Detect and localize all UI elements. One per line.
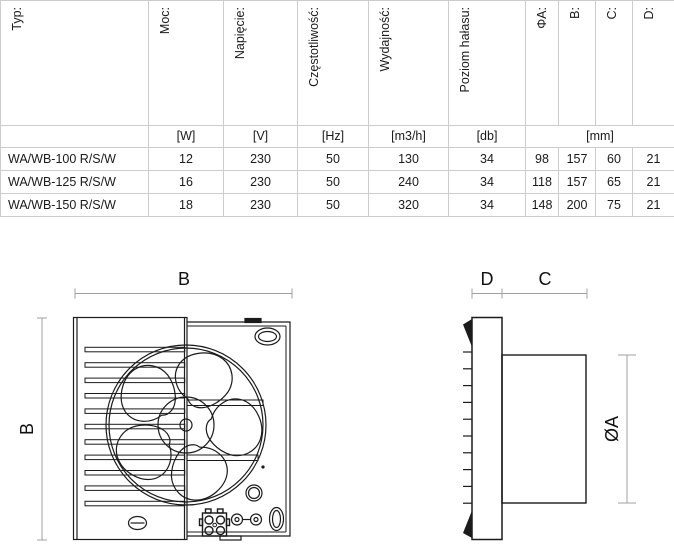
cell-b: 157 bbox=[558, 147, 596, 171]
cell-czestotliwosc: 50 bbox=[297, 170, 369, 194]
unit-cell-db: [db] bbox=[448, 125, 526, 148]
bottom-clip-tab bbox=[219, 535, 242, 541]
cell-moc: 12 bbox=[148, 147, 224, 171]
unit-cell-v: [V] bbox=[223, 125, 298, 148]
cell-d: 21 bbox=[632, 193, 674, 217]
front-view-drawing: B B bbox=[17, 269, 293, 541]
technical-drawing: B B bbox=[17, 269, 636, 541]
shutter-bar-upper bbox=[186, 399, 264, 406]
cell-fi-a: 98 bbox=[525, 147, 559, 171]
cell-czestotliwosc: 50 bbox=[297, 193, 369, 217]
header-cell-moc: Moc: bbox=[148, 0, 224, 126]
cable-gland-hole bbox=[245, 484, 263, 502]
unit-cell-m3h: [m3/h] bbox=[368, 125, 449, 148]
shutter-bar-lower bbox=[186, 454, 259, 461]
dimension-d-c-top bbox=[471, 288, 588, 299]
cover-screw bbox=[127, 515, 148, 531]
header-label: ΦA: bbox=[535, 7, 549, 29]
cell-wydajnosc: 320 bbox=[368, 193, 449, 217]
header-cell-typ: Typ: bbox=[0, 0, 149, 126]
spec-table: Typ: Moc: Napięcie: Częstotliwość: Wydaj… bbox=[0, 0, 674, 217]
header-label: Poziom hałasu: bbox=[458, 7, 472, 93]
cell-moc: 16 bbox=[148, 170, 224, 194]
header-label: Moc: bbox=[158, 7, 172, 35]
panel-wedge-top bbox=[463, 319, 472, 347]
cell-c: 60 bbox=[595, 147, 633, 171]
jumper-pins bbox=[230, 513, 263, 526]
header-label: Typ: bbox=[10, 7, 24, 31]
header-cell-d: D: bbox=[632, 0, 674, 126]
dimension-b-left bbox=[37, 317, 47, 541]
dimension-b-top bbox=[74, 288, 293, 299]
dimension-label-diameter-a: ØA bbox=[602, 416, 622, 442]
panel-wedge-bottom bbox=[463, 510, 472, 538]
header-cell-c: C: bbox=[595, 0, 633, 126]
cell-halas: 34 bbox=[448, 170, 526, 194]
cell-d: 21 bbox=[632, 170, 674, 194]
dimension-diameter-a bbox=[618, 354, 636, 504]
cell-c: 75 bbox=[595, 193, 633, 217]
dimension-lines-side bbox=[471, 288, 636, 504]
cell-b: 157 bbox=[558, 170, 596, 194]
dimension-label-d: D bbox=[481, 269, 494, 289]
header-label: Wydajność: bbox=[378, 7, 392, 72]
table-row: WA/WB-150 R/S/W 18 230 50 320 34 148 200… bbox=[0, 193, 674, 217]
header-label: Częstotliwość: bbox=[307, 7, 321, 87]
duct-spigot bbox=[501, 354, 587, 504]
header-cell-poziom-halasu: Poziom hałasu: bbox=[448, 0, 526, 126]
cell-napiecie: 230 bbox=[223, 193, 298, 217]
header-label: B: bbox=[568, 7, 582, 19]
mounting-hole-top-right bbox=[254, 327, 281, 346]
cell-typ: WA/WB-100 R/S/W bbox=[0, 147, 149, 171]
cell-b: 200 bbox=[558, 193, 596, 217]
cell-fi-a: 148 bbox=[525, 193, 559, 217]
header-label: Napięcie: bbox=[233, 7, 247, 60]
dimension-label-b-left: B bbox=[17, 423, 37, 435]
cell-napiecie: 230 bbox=[223, 147, 298, 171]
dimension-label-b-top: B bbox=[178, 269, 190, 289]
cell-halas: 34 bbox=[448, 193, 526, 217]
unit-cell-empty bbox=[0, 125, 149, 148]
table-row: WA/WB-125 R/S/W 16 230 50 240 34 118 157… bbox=[0, 170, 674, 194]
terminal-block bbox=[198, 508, 231, 537]
cell-wydajnosc: 130 bbox=[368, 147, 449, 171]
screw-dot bbox=[261, 465, 265, 469]
header-label: C: bbox=[605, 7, 619, 20]
header-cell-czestotliwosc: Częstotliwość: bbox=[297, 0, 369, 126]
header-cell-fi-a: ΦA: bbox=[525, 0, 559, 126]
header-row: Typ: Moc: Napięcie: Częstotliwość: Wydaj… bbox=[0, 0, 674, 126]
unit-cell-w: [W] bbox=[148, 125, 224, 148]
header-cell-napiecie: Napięcie: bbox=[223, 0, 298, 126]
header-cell-wydajnosc: Wydajność: bbox=[368, 0, 449, 126]
cell-fi-a: 118 bbox=[525, 170, 559, 194]
fan-impeller bbox=[105, 344, 270, 512]
unit-cell-hz: [Hz] bbox=[297, 125, 369, 148]
cell-czestotliwosc: 50 bbox=[297, 147, 369, 171]
mounting-slot-bottom-right bbox=[268, 506, 285, 532]
header-label: D: bbox=[642, 7, 656, 20]
cell-napiecie: 230 bbox=[223, 170, 298, 194]
units-row: [W] [V] [Hz] [m3/h] [db] [mm] bbox=[0, 125, 674, 148]
unit-cell-mm: [mm] bbox=[525, 125, 674, 148]
header-cell-b: B: bbox=[558, 0, 596, 126]
fan-backplate bbox=[187, 317, 291, 541]
cell-wydajnosc: 240 bbox=[368, 170, 449, 194]
cell-d: 21 bbox=[632, 147, 674, 171]
cell-typ: WA/WB-125 R/S/W bbox=[0, 170, 149, 194]
side-front-panel bbox=[471, 316, 503, 541]
dimension-label-c: C bbox=[539, 269, 552, 289]
cell-halas: 34 bbox=[448, 147, 526, 171]
cell-typ: WA/WB-150 R/S/W bbox=[0, 193, 149, 217]
panel-louver-ticks bbox=[462, 351, 473, 504]
cell-moc: 18 bbox=[148, 193, 224, 217]
table-row: WA/WB-100 R/S/W 12 230 50 130 34 98 157 … bbox=[0, 147, 674, 171]
cell-c: 65 bbox=[595, 170, 633, 194]
dimension-lines-front bbox=[37, 288, 293, 541]
side-view-drawing: D C ØA bbox=[462, 269, 636, 541]
top-clip-tab bbox=[244, 317, 262, 324]
